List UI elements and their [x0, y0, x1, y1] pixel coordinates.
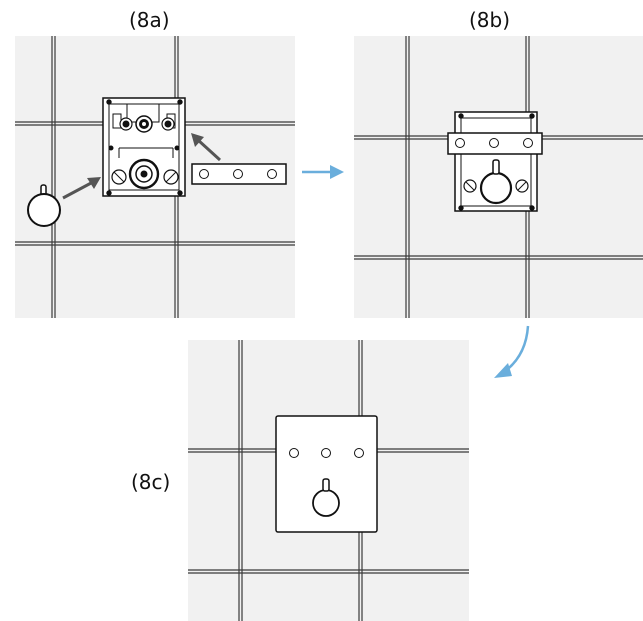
panel-8a	[15, 36, 295, 318]
panel-8c	[188, 340, 469, 621]
step-label-8c: (8c)	[131, 470, 171, 494]
step-label-8b: (8b)	[469, 8, 511, 32]
trim-bar-mounted	[447, 132, 543, 155]
panel-8b	[354, 36, 643, 318]
valve-body	[102, 97, 186, 197]
panel-8c-drawing	[188, 340, 469, 621]
knob-handle	[27, 184, 61, 227]
panel-8a-drawing	[15, 36, 295, 318]
step-arrow-8a-to-8b	[302, 165, 344, 179]
insert-arrows	[62, 133, 222, 200]
panel-8b-drawing	[354, 36, 643, 318]
valve-body-assembled	[454, 111, 538, 212]
finished-cover-plate	[275, 415, 378, 533]
step-label-8a: (8a)	[129, 8, 170, 32]
trim-bar	[191, 163, 287, 185]
step-arrow-8b-to-8c	[494, 325, 530, 378]
